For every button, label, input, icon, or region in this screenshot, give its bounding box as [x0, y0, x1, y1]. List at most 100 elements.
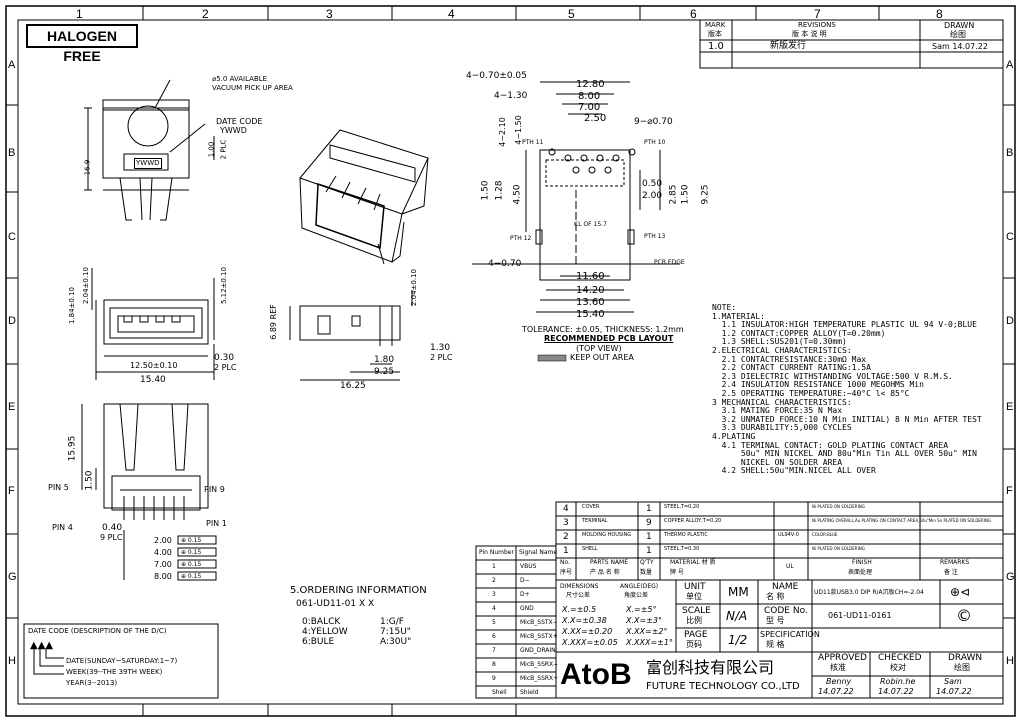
rev-drawn-header: DRAWN — [944, 21, 975, 30]
dim-16-9: 16.9 — [83, 159, 92, 176]
bom-cell: 1 — [646, 532, 652, 542]
dim-15-95: 15.95 — [67, 435, 78, 462]
note-line: 50u" MIN NICKEL AND 80u"Min Tin ALL OVER… — [712, 449, 977, 459]
rev-revisions-header-cn: 版 本 说 明 — [792, 30, 827, 38]
note-line: 3.2 UNMATED FORCE:10 N Min INITIAL) 8 N … — [712, 414, 982, 424]
pin4-label: PIN 4 — [52, 523, 73, 532]
row-label-d: D — [8, 315, 16, 327]
pcb-dim-7-00: 7.00 — [578, 102, 601, 113]
datecode-date: DATE(SUNDAY~SATURDAY:1~7) — [66, 657, 178, 665]
rev-mark-header-cn: 版本 — [708, 30, 722, 38]
bom-cell: SHELL — [582, 546, 598, 552]
pin-number: 4 — [492, 605, 496, 612]
ordering-color-0: 0:BALCK — [302, 617, 341, 627]
bom-cell: Ni PLATED ON SOLDERING — [812, 504, 865, 509]
pin-signal: MicB_SSRX+ — [520, 675, 559, 682]
pcb-top-view: (TOP VIEW) — [576, 344, 622, 353]
row-label-f-right: F — [1006, 485, 1013, 497]
pin-number: 2 — [492, 577, 496, 584]
pth12-label: PTH 12 — [510, 235, 532, 242]
row-label-f: F — [8, 485, 15, 497]
bom-cell: MOLDING HOUSING — [582, 532, 632, 538]
dim-1-50-bottom: 1.50 — [84, 470, 95, 491]
dim-0-40: 0.40 — [102, 523, 123, 533]
pin-number: 3 — [492, 591, 496, 598]
pcb-dim-2-50: 2.50 — [584, 113, 607, 124]
pth10-label: PTH 10 — [644, 139, 666, 146]
bom-header-remarks: REMARKS — [940, 559, 970, 566]
tb-tol-3: X.XXX=±0.05 — [562, 638, 618, 647]
note-line: 2.1 CONTACTRESISTANCE:30mΩ Max — [712, 354, 867, 364]
tb-scale-cn: 比例 — [686, 616, 702, 625]
dim-1-30: 1.30 — [430, 343, 451, 353]
pin-number: 5 — [492, 619, 496, 626]
gdt-symbol-2: ⊕ 0.15 — [181, 549, 202, 556]
pin-number: 6 — [492, 633, 496, 640]
pcb-dim-2-85: 2.85 — [668, 184, 679, 205]
pin-signal: Shield — [520, 689, 539, 696]
row-label-b-right: B — [1006, 147, 1014, 159]
note-line: 2.ELECTRICAL CHARACTERISTICS: — [712, 345, 852, 355]
tb-atol-2: X.XX=±2° — [626, 627, 668, 636]
pcb-dim-4-1-30: 4−1.30 — [494, 91, 528, 101]
pcb-dim-4-0-70-bottom: 4−0.70 — [488, 259, 522, 269]
row-label-a: A — [8, 59, 16, 71]
tb-scale: SCALE — [682, 606, 711, 616]
tb-checked-date: 14.07.22 — [878, 687, 914, 696]
row-label-g: G — [8, 571, 17, 583]
bom-header-material-cn: 牌 号 — [670, 569, 684, 576]
gdt-symbol-3: ⊕ 0.15 — [181, 561, 202, 568]
pcb-dim-15-40: 15.40 — [576, 309, 605, 320]
pin-signal: MicB_SSTX− — [520, 619, 558, 626]
dim-6-89-ref: 6.89 REF — [268, 304, 278, 340]
bom-cell: STEEL,T=0.30 — [664, 546, 700, 552]
notes-block: NOTE: 1.MATERIAL: 1.1 INSULATOR:HIGH TEM… — [712, 303, 982, 476]
company-logo: AtoB — [560, 658, 632, 691]
bom-cell: 1 — [646, 504, 652, 514]
pcb-keepout-label: KEEP OUT AREA — [570, 353, 634, 362]
pin-signal: GND_DRAIN — [520, 647, 556, 654]
tb-unit: UNIT — [684, 582, 706, 592]
rev-revisions-header: REVISIONS — [798, 21, 836, 29]
bom-header-qty: Q'TY — [640, 559, 654, 566]
datecode-year: YEAR(3--2013) — [66, 679, 118, 687]
pcb-dim-2-00: 2.00 — [642, 191, 663, 201]
bom-cell: 3 — [563, 518, 569, 528]
tb-checked-name: Robin.he — [880, 677, 916, 686]
tb-approved: APPROVED — [818, 653, 867, 663]
projection-symbol-icon: ⊕⊲ — [950, 585, 971, 599]
pin1-label: PIN 1 — [206, 519, 227, 528]
tb-dimensions-cn: 尺寸公差 — [566, 592, 591, 599]
dim-1-84: 1.84±0.10 — [68, 286, 77, 325]
bom-cell: UL94V-0 — [778, 532, 799, 538]
pin-signal: MicB_SSTX+ — [520, 633, 558, 640]
tb-spec: SPECIFICATION — [760, 630, 820, 639]
ordering-color-4: 4:YELLOW — [302, 627, 348, 637]
tb-checked: CHECKED — [878, 653, 922, 663]
rev-mark-value: 1.0 — [708, 41, 724, 52]
ordering-plating-1: 1:G/F — [380, 617, 404, 627]
tb-checked-cn: 校对 — [890, 663, 906, 672]
note-line: 3.3 DURABILITY:5,000 CYCLES — [712, 423, 852, 433]
bom-header-parts-cn: 产 品 名 称 — [590, 569, 620, 576]
rev-mark-header: MARK — [705, 21, 726, 29]
gdt-7-00: 7.00 — [154, 560, 172, 569]
tb-dimensions: DIMENSIONS — [560, 583, 599, 590]
dim-1-80: 1.80 — [374, 355, 395, 365]
rev-drawn-value: Sam 14.07.22 — [932, 42, 988, 51]
pin-signal: GND — [520, 605, 534, 612]
pcb-dim-9-0-70: 9−⌀0.70 — [634, 117, 673, 127]
tb-atol-0: X.=±5° — [626, 605, 657, 614]
bom-header-finish: FINISH — [852, 559, 872, 566]
pth11-label: PTH 11 — [522, 139, 544, 146]
pin-signal: D+ — [520, 591, 530, 598]
datecode-week: WEEK(39--THE 39TH WEEK) — [66, 668, 163, 676]
note-line: 1.3 SHELL:SUS201(T=0.30mm) — [712, 337, 847, 347]
dim-1-00: 1.00 — [207, 141, 216, 158]
bom-cell: COPPER ALLOY,T=0.20 — [664, 518, 722, 524]
pin-signal: VBUS — [520, 563, 537, 570]
tb-name-value: UD11款USB3.0 DIP R/A沉板CH=-2.04 — [814, 589, 924, 596]
row-label-b: B — [8, 147, 16, 159]
col-label-4: 4 — [448, 7, 455, 21]
rev-drawn-header-cn: 绘图 — [950, 30, 966, 39]
